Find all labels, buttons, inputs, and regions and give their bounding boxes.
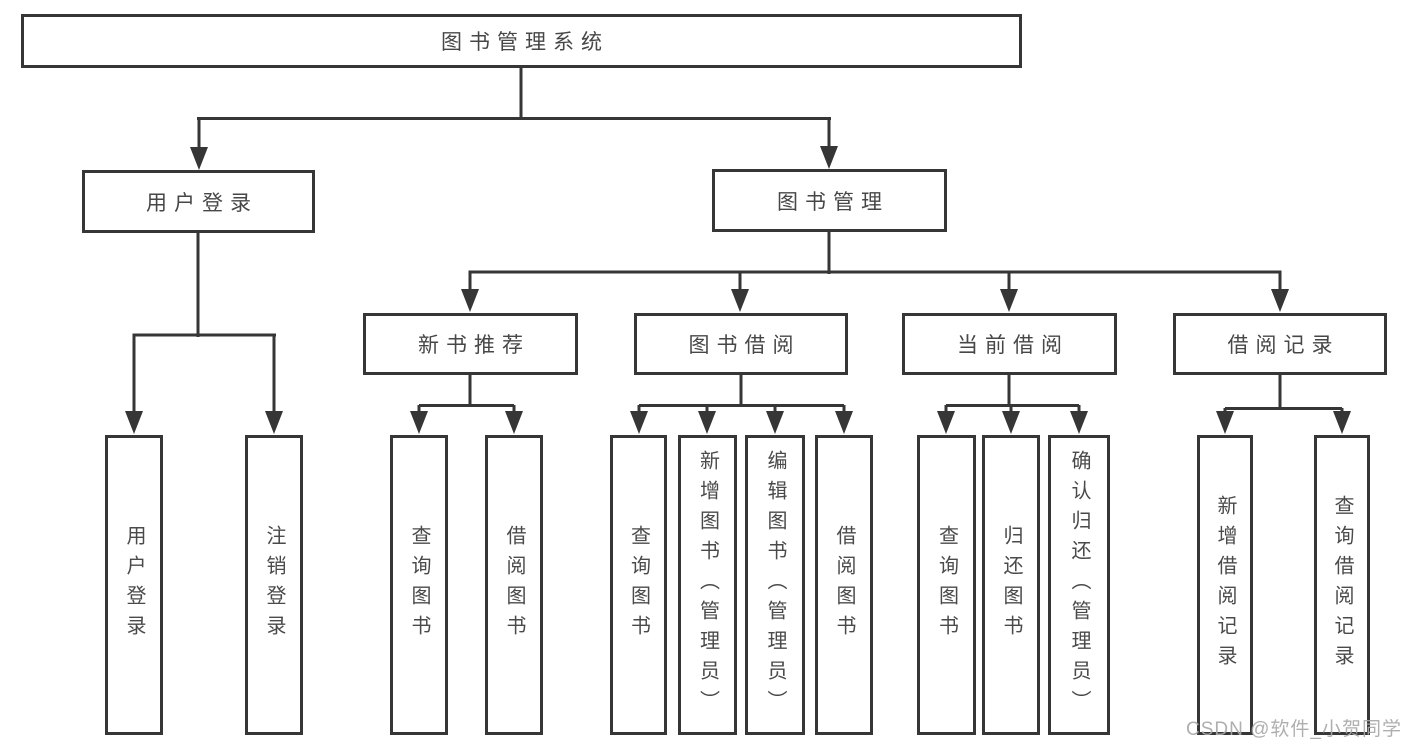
leaf-query-books-borrow: 查询图书 (610, 435, 667, 735)
node-library-system: 图书管理系统 (21, 14, 1022, 68)
leaf-logout: 注销登录 (245, 435, 303, 735)
leaf-add-borrow-record: 新增借阅记录 (1197, 435, 1253, 735)
leaf-borrow-books-borrow: 借阅图书 (815, 435, 873, 735)
node-new-book-recommend-label: 新书推荐 (418, 334, 530, 357)
leaf-borrow-books-borrow-label: 借阅图书 (833, 525, 855, 645)
node-borrow-records-label: 借阅记录 (1227, 334, 1340, 357)
leaf-add-books-admin: 新增图书（管理员） (678, 435, 737, 735)
leaf-edit-books-admin-label: 编辑图书（管理员） (764, 450, 786, 720)
leaf-confirm-return-admin: 确认归还（管理员） (1048, 435, 1110, 735)
leaf-user-login: 用户登录 (105, 435, 163, 735)
leaf-add-books-admin-label: 新增图书（管理员） (696, 450, 719, 720)
node-book-borrow-label: 图书借阅 (688, 334, 801, 357)
leaf-query-books-recommend: 查询图书 (390, 435, 448, 735)
leaf-user-login-label: 用户登录 (123, 525, 145, 645)
leaf-query-borrow-record: 查询借阅记录 (1314, 435, 1370, 735)
connector-path (132, 68, 1344, 415)
node-user-login: 用户登录 (82, 170, 315, 233)
leaf-edit-books-admin: 编辑图书（管理员） (745, 435, 805, 735)
leaf-query-books-current: 查询图书 (917, 435, 976, 735)
node-library-system-label: 图书管理系统 (441, 31, 609, 54)
node-user-login-label: 用户登录 (146, 191, 258, 215)
node-current-borrow: 当前借阅 (902, 313, 1117, 375)
leaf-logout-label: 注销登录 (263, 525, 285, 645)
leaf-query-books-borrow-label: 查询图书 (627, 525, 650, 645)
arrowheads (125, 146, 1351, 434)
node-new-book-recommend: 新书推荐 (363, 313, 578, 375)
leaf-query-books-recommend-label: 查询图书 (408, 525, 430, 645)
node-book-management-label: 图书管理 (777, 190, 889, 214)
leaf-borrow-books-recommend-label: 借阅图书 (503, 525, 525, 645)
node-current-borrow-label: 当前借阅 (957, 334, 1069, 357)
leaf-return-books-label: 归还图书 (1000, 525, 1022, 645)
node-book-borrow: 图书借阅 (634, 313, 848, 375)
leaf-query-books-current-label: 查询图书 (935, 525, 958, 645)
leaf-return-books: 归还图书 (982, 435, 1040, 735)
leaf-confirm-return-admin-label: 确认归还（管理员） (1068, 450, 1090, 720)
leaf-borrow-books-recommend: 借阅图书 (485, 435, 543, 735)
leaf-query-borrow-record-label: 查询借阅记录 (1331, 495, 1353, 675)
node-book-management: 图书管理 (712, 169, 947, 232)
leaf-add-borrow-record-label: 新增借阅记录 (1214, 495, 1236, 675)
node-borrow-records: 借阅记录 (1173, 313, 1387, 375)
